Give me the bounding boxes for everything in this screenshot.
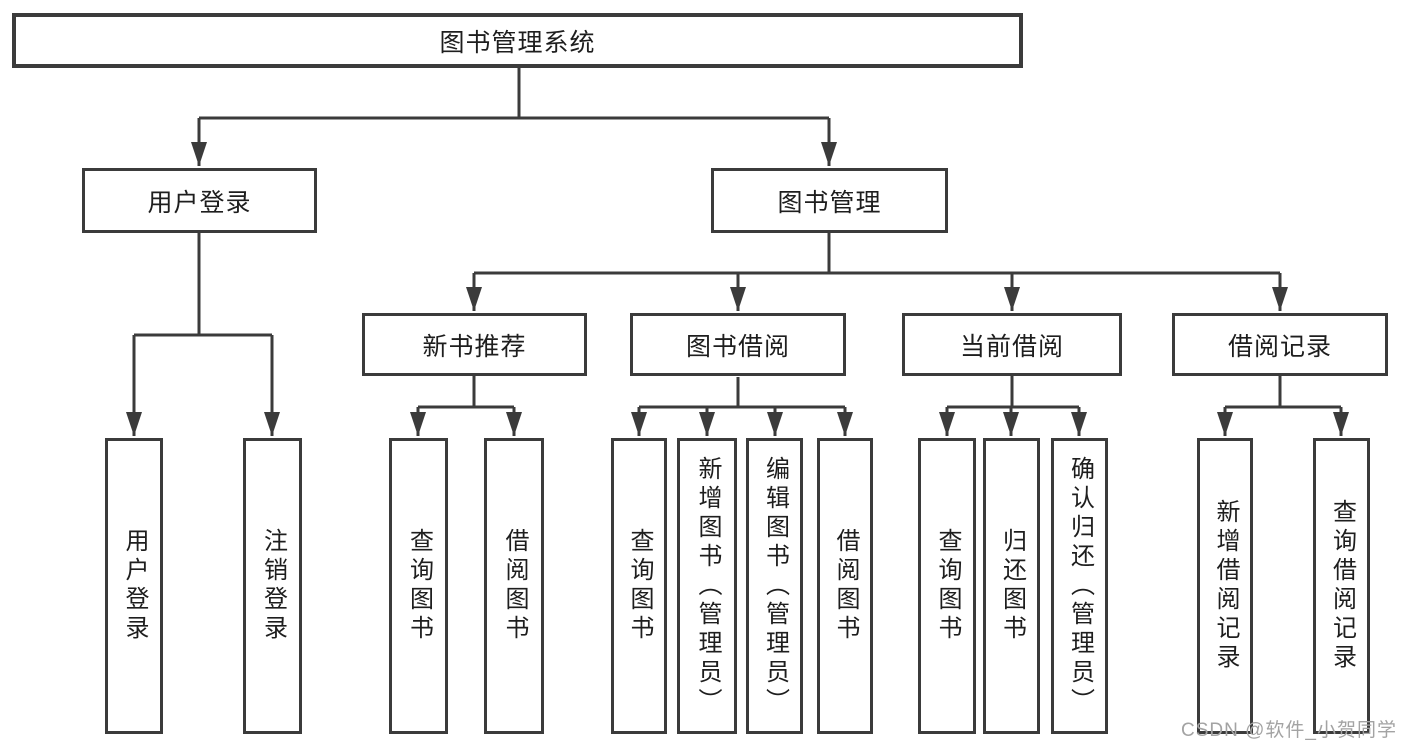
node-label: 新书推荐 [422,332,527,361]
node-label: 注销登录 [259,528,287,644]
node-label: 借阅图书 [501,528,528,644]
node-label: 归还图书 [998,528,1026,644]
node-label: 查询借阅记录 [1328,499,1356,673]
leaf-user-login: 用户登录 [105,438,163,734]
node-label: 查询图书 [405,528,433,644]
node-label: 查询图书 [934,528,961,644]
node-label: 确认归还（管理员） [1066,455,1094,717]
csdn-watermark: CSDN @软件_小贺同学 [1181,720,1397,741]
leaf-add-books-admin: 新增图书（管理员） [677,438,737,734]
node-book-management: 图书管理 [711,168,948,233]
leaf-query-borrow-record: 查询借阅记录 [1313,438,1370,734]
node-borrowing-records: 借阅记录 [1172,313,1388,376]
leaf-add-borrow-record: 新增借阅记录 [1197,438,1253,734]
node-label: 查询图书 [626,528,653,644]
node-label: 图书借阅 [685,332,790,361]
leaf-edit-books-admin: 编辑图书（管理员） [746,438,803,734]
node-label: 借阅图书 [832,528,859,644]
node-user-login: 用户登录 [82,168,317,233]
leaf-query-books-current: 查询图书 [918,438,976,734]
leaf-confirm-return-admin: 确认归还（管理员） [1051,438,1108,734]
leaf-return-books: 归还图书 [983,438,1040,734]
node-current-borrowing: 当前借阅 [902,313,1122,376]
node-book-borrowing: 图书借阅 [630,313,846,376]
node-library-management-system: 图书管理系统 [12,13,1023,68]
node-label: 用户登录 [147,188,252,217]
node-label: 借阅记录 [1227,332,1332,361]
leaf-query-books-recommend: 查询图书 [389,438,448,734]
node-new-book-recommendation: 新书推荐 [362,313,587,376]
leaf-borrow-books: 借阅图书 [817,438,873,734]
leaf-borrow-books-recommend: 借阅图书 [484,438,544,734]
node-label: 图书管理 [777,188,882,217]
node-label: 新增借阅记录 [1212,499,1239,673]
node-label: 图书管理系统 [439,28,596,57]
leaf-query-books-borrow: 查询图书 [611,438,667,734]
node-label: 新增图书（管理员） [694,455,721,717]
node-label: 编辑图书（管理员） [761,455,789,717]
node-label: 用户登录 [121,528,148,644]
node-label: 当前借阅 [959,332,1064,361]
leaf-logout: 注销登录 [243,438,302,734]
